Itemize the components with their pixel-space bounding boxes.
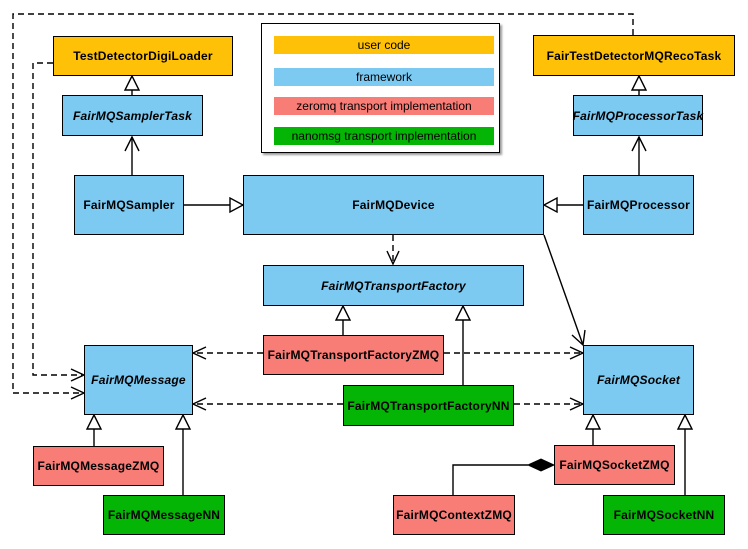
node-label: FairMQSamplerTask — [73, 108, 192, 123]
edge-factoryzmq-to-socket — [444, 346, 585, 360]
legend-item-nanomsg: nanomsg transport implementation — [274, 127, 494, 145]
edge-factorynn-to-message — [191, 397, 343, 411]
edge-socketzmq-to-socket — [584, 413, 602, 445]
node-label: FairTestDetectorMQRecoTask — [546, 48, 722, 63]
node-label: FairMQSocketZMQ — [559, 458, 670, 472]
legend-item-user-code: user code — [274, 36, 494, 54]
node-label: TestDetectorDigiLoader — [73, 49, 213, 63]
node-label: FairMQProcessorTask — [572, 108, 704, 123]
legend: user code framework zeromq transport imp… — [261, 23, 500, 153]
edge-contextzmq-to-socketzmq — [452, 458, 556, 495]
edge-processor-to-device — [542, 196, 583, 214]
edge-messagezmq-to-message — [85, 413, 103, 446]
legend-label-user-code: user code — [357, 38, 411, 52]
node-label: FairMQTransportFactory — [321, 278, 466, 293]
node-fairmq-device: FairMQDevice — [243, 175, 544, 235]
edge-sampler-to-device — [184, 196, 245, 214]
edge-sampler-to-samplertask — [124, 135, 140, 175]
edge-factoryzmq-to-message — [191, 346, 263, 360]
node-label: FairMQProcessor — [586, 198, 691, 212]
node-fairmq-processor: FairMQProcessor — [583, 175, 694, 235]
node-fairmq-processor-task: FairMQProcessorTask — [573, 95, 703, 136]
node-fairmq-socket: FairMQSocket — [583, 345, 694, 415]
node-label: FairMQMessageZMQ — [37, 459, 160, 473]
node-label: FairMQDevice — [352, 198, 435, 212]
edge-factorynn-to-factory — [454, 304, 472, 385]
node-fairmq-transport-factory-nn: FairMQTransportFactoryNN — [343, 385, 514, 426]
node-label: FairMQMessage — [91, 373, 186, 387]
node-fairmq-sampler-task: FairMQSamplerTask — [62, 95, 203, 136]
legend-label-zeromq: zeromq transport implementation — [296, 99, 472, 113]
node-fairmq-sampler: FairMQSampler — [74, 175, 184, 235]
edge-socketnn-to-socket — [676, 413, 694, 495]
node-fairmq-message-zmq: FairMQMessageZMQ — [33, 446, 164, 486]
node-label: FairMQSocket — [596, 373, 681, 387]
edge-factorynn-to-socket — [514, 397, 585, 411]
node-label: FairMQTransportFactoryZMQ — [267, 348, 440, 362]
node-fairmq-transport-factory: FairMQTransportFactory — [263, 265, 524, 306]
node-fairmq-message-nn: FairMQMessageNN — [103, 495, 225, 535]
edge-device-to-socket — [543, 234, 586, 347]
node-fairmq-socket-nn: FairMQSocketNN — [603, 495, 725, 535]
node-test-detector-digi-loader: TestDetectorDigiLoader — [53, 36, 233, 76]
legend-label-framework: framework — [355, 70, 412, 84]
legend-item-zeromq: zeromq transport implementation — [274, 97, 494, 115]
edge-samplertask-to-digiloader — [123, 74, 141, 95]
edge-device-to-factory — [386, 235, 400, 266]
edge-processor-to-processortask — [631, 135, 647, 175]
node-fair-test-detector-mq-reco-task: FairTestDetectorMQRecoTask — [533, 35, 735, 76]
node-label: FairMQContextZMQ — [396, 508, 512, 522]
legend-item-framework: framework — [274, 68, 494, 86]
node-fairmq-message: FairMQMessage — [84, 345, 193, 415]
node-label: FairMQSocketNN — [613, 508, 715, 522]
node-label: FairMQMessageNN — [107, 508, 221, 522]
edge-factoryzmq-to-factory — [334, 304, 352, 335]
legend-label-nanomsg: nanomsg transport implementation — [291, 129, 477, 143]
node-label: FairMQTransportFactoryNN — [347, 398, 510, 413]
node-fairmq-context-zmq: FairMQContextZMQ — [393, 495, 515, 535]
node-fairmq-socket-zmq: FairMQSocketZMQ — [554, 445, 675, 485]
edge-processortask-to-recotask — [630, 74, 648, 95]
edge-messagenn-to-message — [174, 413, 192, 495]
node-fairmq-transport-factory-zmq: FairMQTransportFactoryZMQ — [263, 335, 444, 375]
node-label: FairMQSampler — [83, 198, 175, 212]
